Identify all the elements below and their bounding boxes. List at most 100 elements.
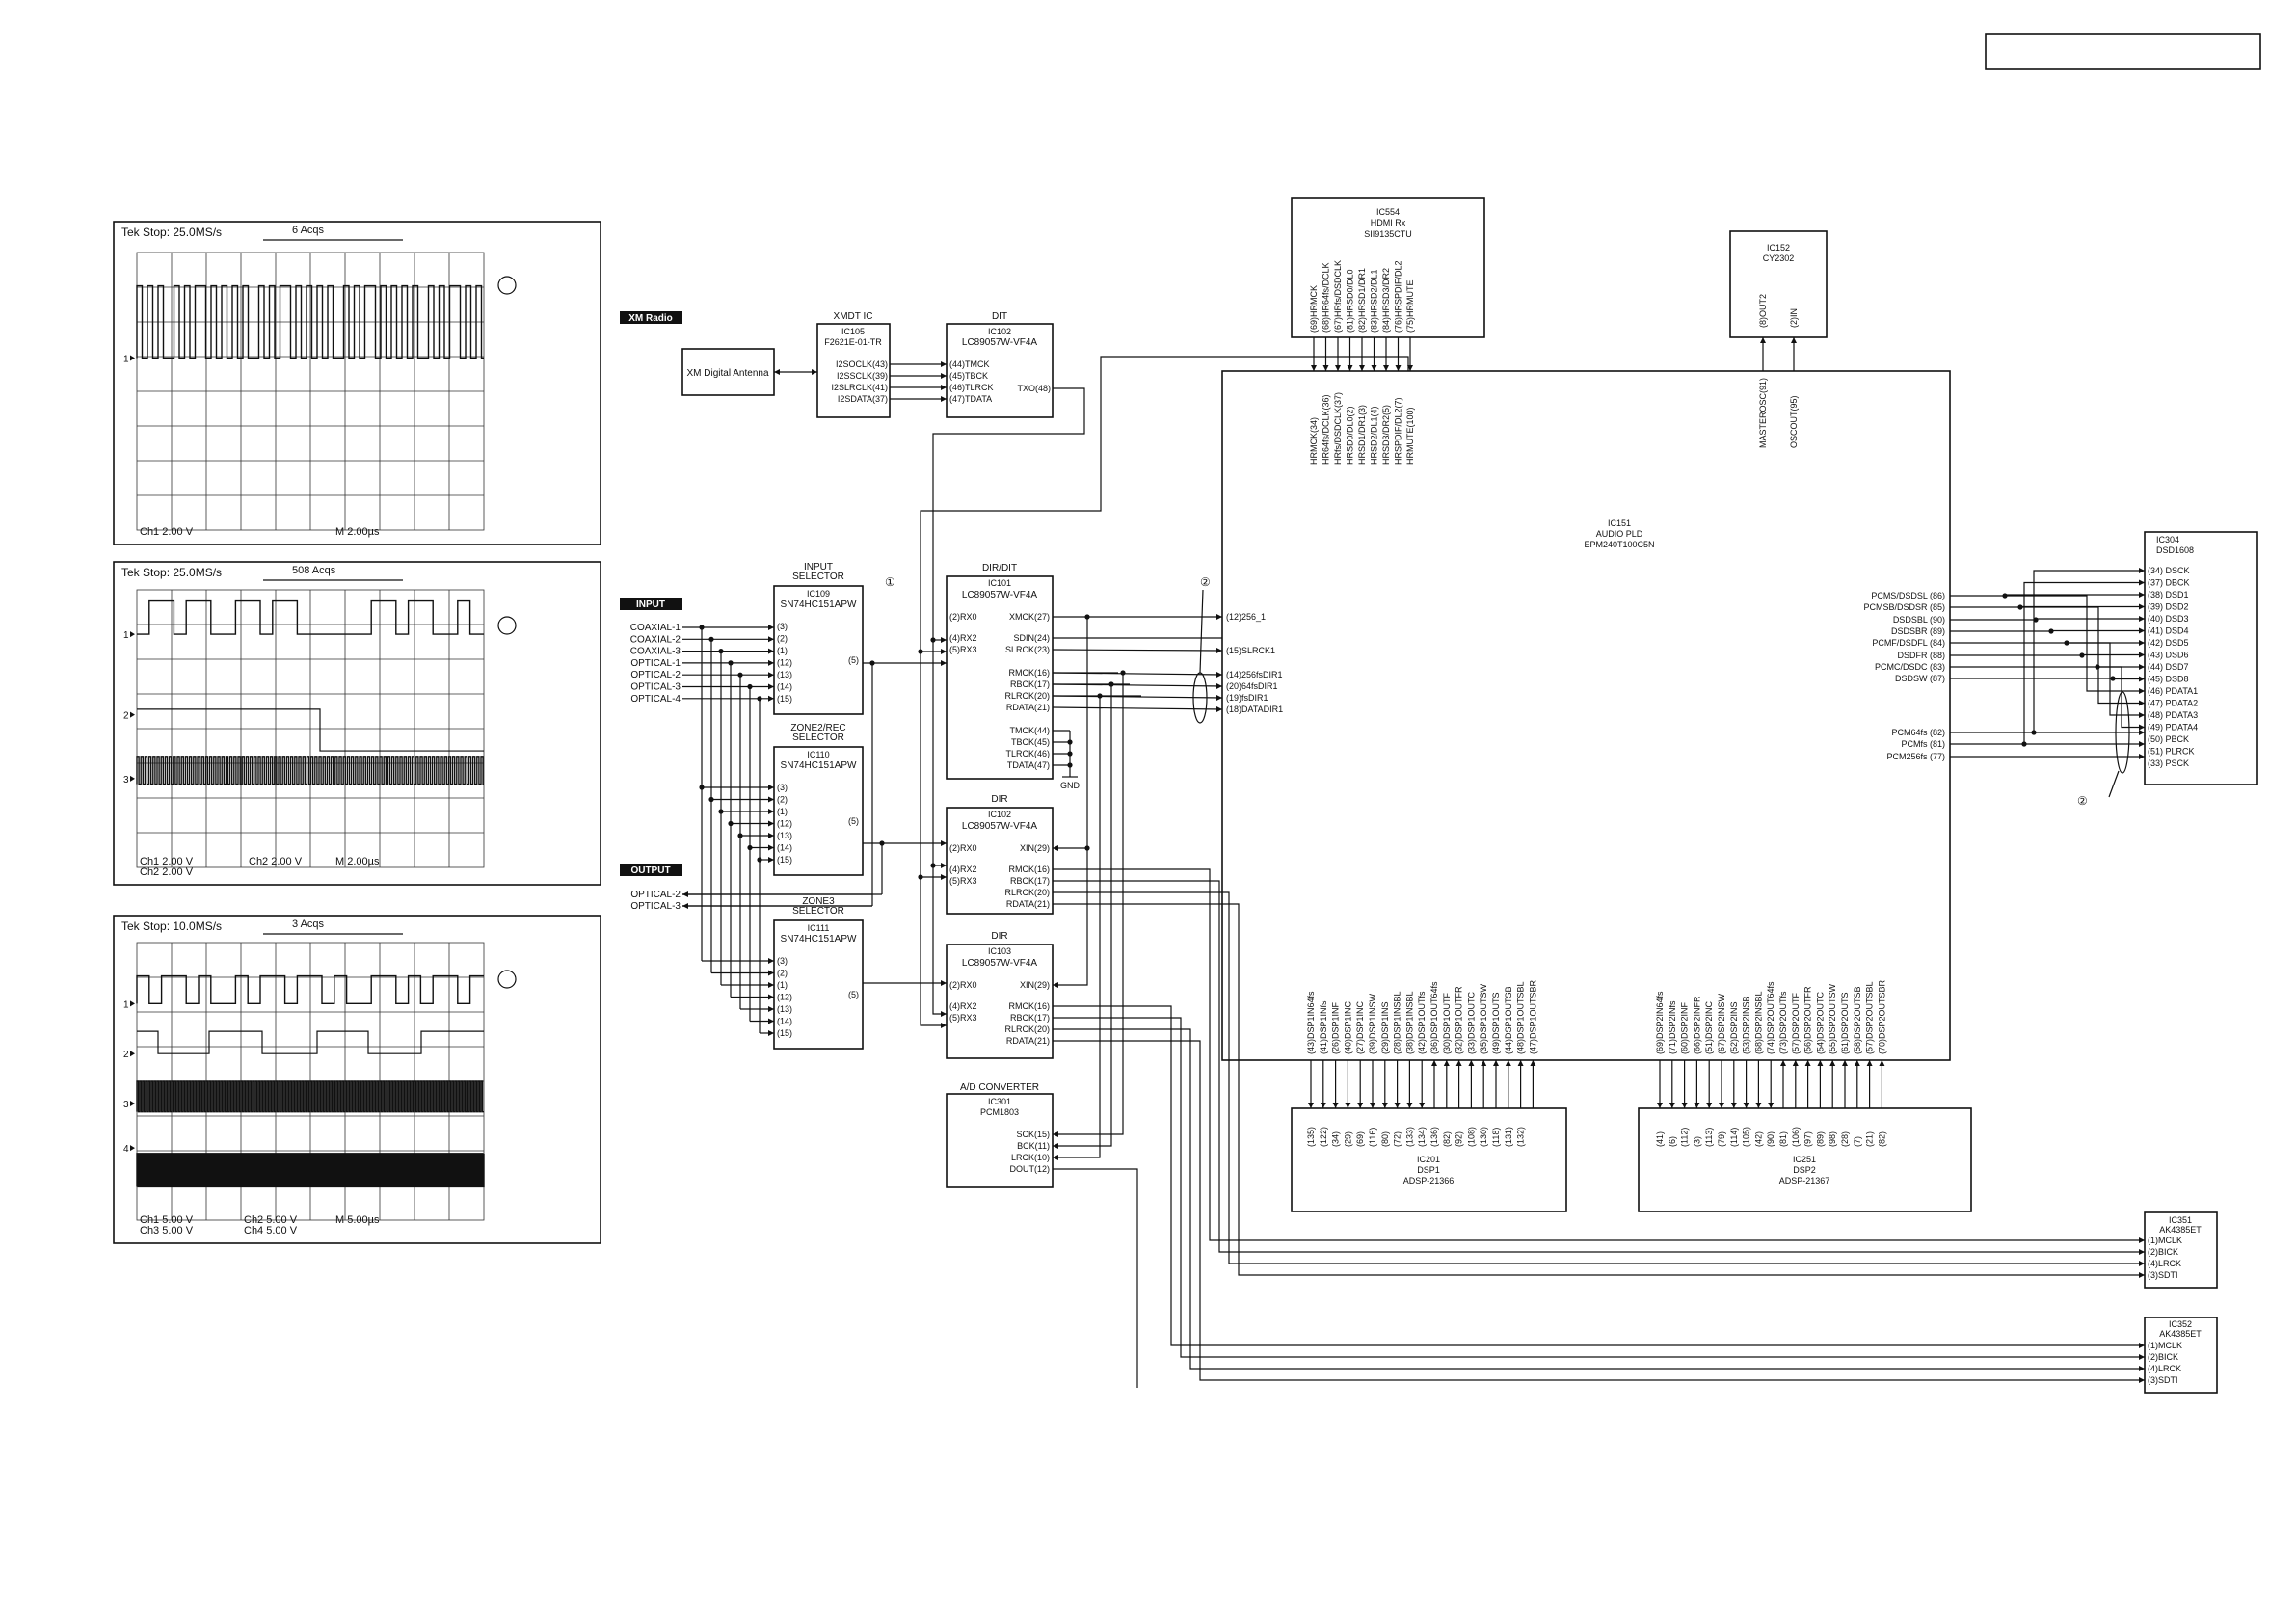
ic151-bottom-pin: (44)DSP1OUTSB	[1504, 986, 1513, 1054]
ic554-name: HDMI Rx	[1371, 218, 1406, 227]
ic151-bottom-pin: (68)DSP2INSBL	[1753, 991, 1763, 1054]
ic151-left-pin: (18)DATADIR1	[1226, 705, 1283, 714]
junction-dot	[1097, 693, 1103, 699]
junction-dot	[2031, 730, 2037, 735]
arrow-right-icon	[768, 982, 774, 988]
arrow-up-icon	[1455, 1060, 1462, 1066]
xm-antenna-block	[681, 348, 775, 396]
scope-frame	[113, 915, 601, 1244]
wire	[1950, 678, 2145, 680]
arrow-right-icon	[768, 844, 774, 851]
scope-footer: Ch2 2.00 V	[249, 856, 303, 867]
xm-antenna-label: XM Digital Antenna	[686, 368, 768, 379]
ic101-right-pin: XMCK(27)	[1009, 612, 1050, 622]
arrow-right-icon	[768, 958, 774, 964]
arrow-right-icon	[941, 863, 947, 868]
marker-2b: ②	[2077, 794, 2088, 808]
ic151-block	[1221, 370, 1951, 1061]
wire	[1053, 1028, 2145, 1370]
input-label: OPTICAL-2	[630, 670, 681, 680]
ic151-left-pin: (12)256_1	[1226, 612, 1266, 622]
scope-trace	[137, 1030, 484, 1054]
junction-dot	[718, 809, 724, 814]
arrow-up-icon	[1481, 1060, 1487, 1066]
ic101-title: DIR/DIT	[982, 563, 1017, 573]
scope-grid	[136, 589, 485, 868]
ic304-pin: (37) DBCK	[2148, 578, 2190, 588]
ic151-bottom-pin: (58)DSP2OUTSB	[1853, 986, 1862, 1054]
wire	[1053, 1168, 1138, 1388]
ic352-pin: (1)MCLK	[2148, 1341, 2182, 1350]
ic105-block	[816, 323, 891, 418]
junction-dot	[2033, 617, 2039, 623]
ic301-part: PCM1803	[980, 1107, 1019, 1117]
marker-1: ①	[885, 575, 895, 589]
junction-dot	[737, 833, 743, 838]
ic554-pin: (67)HRfs/DSDCLK	[1333, 260, 1343, 333]
ic110-pin: (15)	[777, 855, 792, 865]
ic151-bottom-pin: (36)DSP1OUT64fs	[1429, 981, 1439, 1054]
ic201-pin: (69)	[1355, 1131, 1365, 1147]
arrow-left-icon	[1053, 1143, 1058, 1149]
arrow-right-icon	[2139, 640, 2145, 646]
ic301-block	[946, 1093, 1054, 1188]
ic152-pin: (8)OUT2	[1758, 294, 1768, 328]
ic151-bottom-pin: (74)DSP2OUT64fs	[1766, 981, 1775, 1054]
output-label: OPTICAL-3	[630, 901, 681, 912]
ic201-pin: (135)	[1306, 1127, 1316, 1147]
scope-acq: 3 Acqs	[292, 918, 325, 930]
ic151-right-pin: PCM64fs (82)	[1891, 728, 1945, 737]
ic251-pin: (6)	[1668, 1136, 1677, 1147]
arrow-up-icon	[1493, 1060, 1499, 1066]
ic554-pin: (83)HRSD2/DL1	[1370, 269, 1379, 333]
ic151-top-pin: HRfs/DSDCLK(37)	[1333, 392, 1343, 465]
arrow-right-icon	[2139, 1249, 2145, 1255]
ic304-pin: (39) DSD2	[2148, 602, 2189, 612]
arrow-right-icon	[2139, 730, 2145, 735]
ic151-bottom-pin: (33)DSP1OUTC	[1466, 991, 1476, 1054]
junction-dot	[1120, 670, 1126, 676]
ic151-bottom-pin: (70)DSP2OUTSBR	[1877, 979, 1886, 1054]
arrow-right-icon	[2139, 592, 2145, 598]
ic151-top-pin: HRMCK(34)	[1309, 417, 1319, 465]
ic251-pin: (79)	[1717, 1131, 1726, 1147]
ic151-bottom-pin: (57)DSP2OUTSBL	[1865, 981, 1875, 1054]
ic201-pin: (92)	[1455, 1131, 1464, 1147]
ic101-right-pin: TDATA(47)	[1007, 760, 1050, 770]
scope-frame	[113, 221, 601, 545]
arrow-down-icon	[1694, 1103, 1700, 1108]
arrow-down-icon	[1730, 1103, 1737, 1108]
wire	[1950, 653, 2145, 656]
ic554-part: SII9135CTU	[1364, 229, 1412, 239]
arrow-up-icon	[1866, 1060, 1873, 1066]
arrow-down-icon	[1669, 1103, 1675, 1108]
ic554-pin: (75)HRMUTE	[1405, 279, 1415, 333]
arrow-down-icon	[1406, 1103, 1413, 1108]
ic111-title: SELECTOR	[792, 906, 844, 917]
junction-dot	[1108, 681, 1114, 687]
ic110-ref: IC110	[807, 750, 829, 759]
ic101-right-pin: TLRCK(46)	[1005, 749, 1050, 758]
ic102-dit-out: TXO(48)	[1017, 384, 1051, 393]
ic111-ref: IC111	[808, 923, 830, 933]
arrow-up-icon	[1780, 1060, 1786, 1066]
arrow-down-icon	[1381, 1103, 1388, 1108]
arrow-left-icon	[1053, 1155, 1058, 1160]
ic102dir-left-pin: (5)RX3	[949, 876, 977, 886]
ic109-title: INPUT	[804, 562, 833, 572]
ic101-ref: IC101	[988, 578, 1011, 588]
ic201-pin: (82)	[1442, 1131, 1452, 1147]
ic102dir-left-pin: (4)RX2	[949, 865, 977, 874]
ic102-dit-pin: (46)TLRCK	[949, 383, 994, 392]
ic554-pin: (68)HR64fs/DCLK	[1322, 262, 1331, 333]
arrow-up-icon	[1829, 1060, 1836, 1066]
wire	[1053, 1040, 2145, 1381]
ic351-pin: (4)LRCK	[2148, 1259, 2181, 1268]
ic101-block	[946, 575, 1054, 780]
ic151-bottom-pin: (26)DSP1INF	[1331, 1001, 1341, 1054]
ic352-part: AK4385ET	[2159, 1329, 2202, 1339]
scope-trace	[137, 708, 484, 752]
